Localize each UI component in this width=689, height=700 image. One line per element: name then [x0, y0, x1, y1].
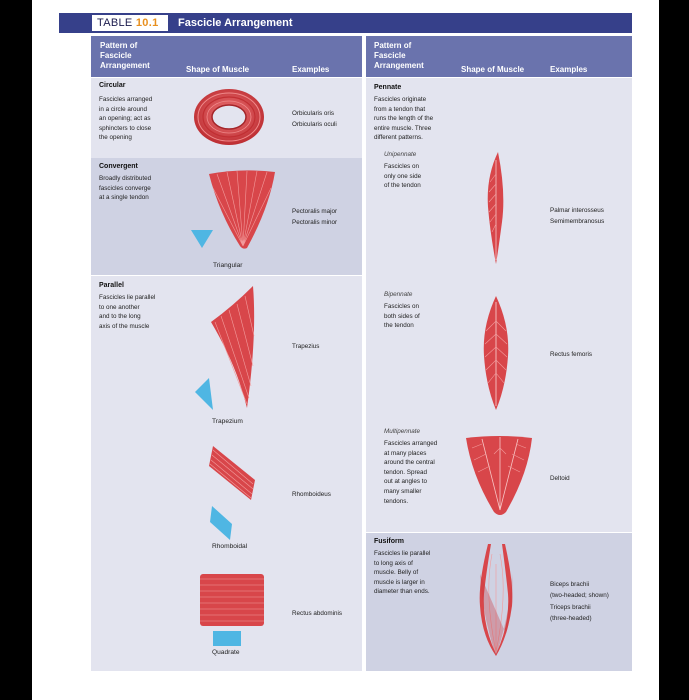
multipennate-desc: Fascicles arranged at many places around… [384, 440, 438, 505]
convergent-title: Convergent [99, 163, 138, 170]
circular-title: Circular [99, 82, 126, 89]
bipennate-desc: Fascicles on both sides of the tendon [384, 303, 420, 330]
convergent-desc: Broadly distributed fascicles converge a… [99, 175, 152, 202]
convergent-muscle-illustration [209, 170, 275, 249]
convergent-examples: Pectoralis major Pectoralis minor [292, 208, 338, 226]
table-title: Fascicle Arrangement [178, 17, 293, 29]
table-number: 10.1 [135, 17, 159, 29]
fusiform-examples: Biceps brachii (two-headed; shown) Trice… [550, 581, 609, 622]
header-examples-right: Examples [550, 65, 588, 74]
header-examples: Examples [292, 65, 330, 74]
table-number-tag: TABLE 10.1 [91, 14, 169, 32]
rhomboideus-muscle-illustration [209, 446, 255, 500]
header-pattern-right: Pattern of Fascicle Arrangement [374, 41, 424, 70]
bipennate-examples: Rectus femoris [550, 351, 592, 358]
bipennate-muscle-illustration [483, 296, 509, 410]
rhomboid-shape-icon [210, 506, 232, 540]
header-shape: Shape of Muscle [186, 65, 250, 74]
multipennate-examples: Deltoid [550, 475, 570, 482]
circular-examples: Orbicularis oris Orbicularis oculi [292, 110, 337, 128]
quadrate-shape-icon [213, 631, 241, 646]
header-shape-right: Shape of Muscle [461, 65, 525, 74]
circular-desc: Fascicles arranged in a circle around an… [99, 96, 153, 142]
rectus-abdominis-muscle-illustration [200, 574, 264, 626]
header-pattern: Pattern of Fascicle Arrangement [100, 41, 150, 70]
fusiform-desc: Fascicles lie parallel to long axis of m… [374, 550, 431, 596]
rhomboideus-example: Rhomboideus [292, 491, 331, 498]
bipennate-title: Bipennate [384, 291, 413, 298]
multipennate-muscle-illustration [466, 436, 532, 515]
pennate-title: Pennate [374, 84, 402, 91]
fusiform-title: Fusiform [374, 538, 404, 545]
unipennate-muscle-illustration [487, 152, 504, 264]
unipennate-desc: Fascicles on only one side of the tendon [384, 163, 422, 190]
parallel-desc: Fascicles lie parallel to one another an… [99, 294, 156, 330]
multipennate-title: Multipennate [384, 428, 421, 435]
trapezium-shape-icon [195, 378, 213, 410]
trapezium-caption: Trapezium [212, 418, 243, 425]
table-title-bar [59, 13, 632, 33]
header-row-left: Pattern of Fascicle Arrangement Shape of… [91, 36, 362, 77]
rhomboidal-caption: Rhomboidal [212, 543, 248, 550]
triangle-shape-icon [191, 230, 213, 248]
circular-muscle-illustration [194, 89, 264, 145]
trapezius-muscle-illustration [211, 286, 255, 408]
triangular-caption: Triangular [213, 262, 243, 269]
quadrate-caption: Quadrate [212, 649, 240, 656]
unipennate-title: Unipennate [384, 151, 417, 158]
rectus-abdominis-example: Rectus abdominis [292, 610, 343, 617]
header-row-right: Pattern of Fascicle Arrangement Shape of… [366, 36, 632, 77]
unipennate-examples: Palmar interosseus Semimembranosus [550, 207, 605, 225]
pennate-desc: Fascicles originate from a tendon that r… [374, 96, 434, 142]
fusiform-muscle-illustration [479, 544, 513, 656]
parallel-title: Parallel [99, 282, 124, 289]
table-number-prefix: TABLE [97, 17, 136, 29]
trapezius-example: Trapezius [292, 343, 320, 350]
